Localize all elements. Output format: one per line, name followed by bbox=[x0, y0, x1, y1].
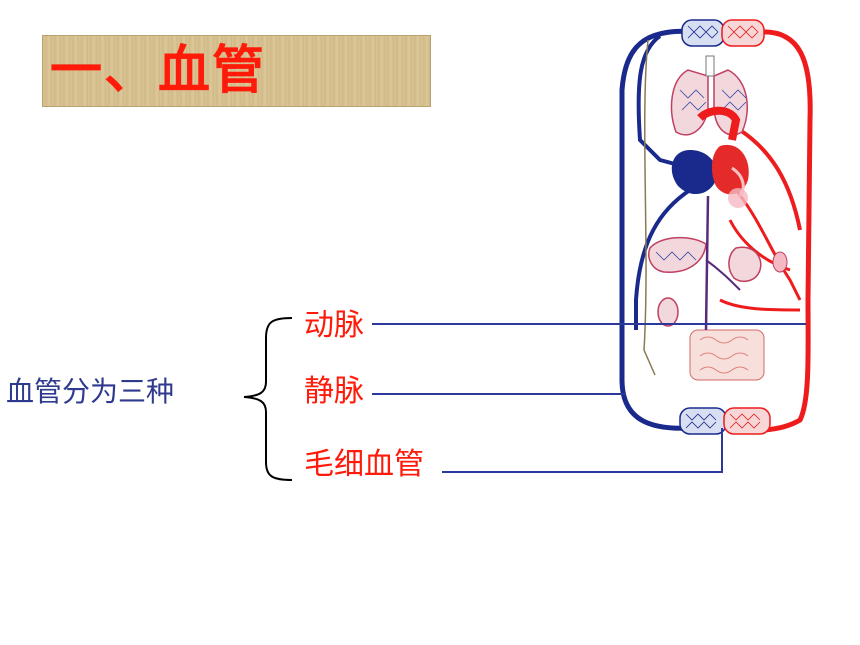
artery-label: 动脉 bbox=[304, 308, 364, 343]
liver bbox=[648, 236, 707, 273]
capillary-bed-bottom bbox=[679, 407, 771, 435]
stomach bbox=[728, 246, 788, 283]
title-banner bbox=[42, 35, 431, 107]
kidney bbox=[657, 297, 679, 327]
classification-label: 血管分为三种 bbox=[6, 375, 175, 408]
capillary-label: 毛细血管 bbox=[304, 447, 424, 482]
vena-cava-left bbox=[619, 28, 701, 431]
curly-brace bbox=[243, 317, 293, 481]
page-title: 一、血管 bbox=[50, 41, 267, 101]
capillary-bed-top bbox=[681, 19, 765, 47]
vein-label: 静脉 bbox=[304, 374, 364, 409]
heart bbox=[671, 106, 749, 208]
circulation-illustration bbox=[619, 19, 813, 435]
capillary-leader-line bbox=[442, 428, 723, 473]
aorta-right bbox=[727, 29, 813, 433]
intestines bbox=[689, 329, 765, 381]
